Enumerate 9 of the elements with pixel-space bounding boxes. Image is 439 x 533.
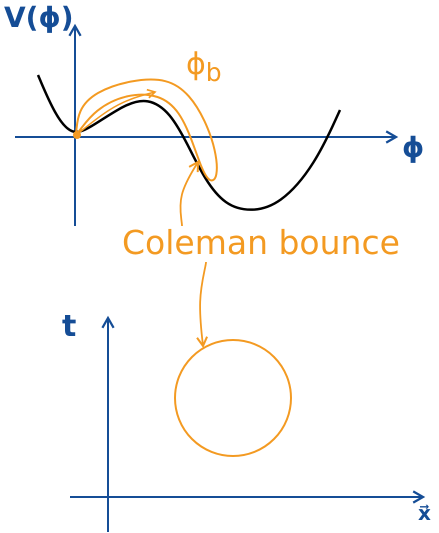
callout-text: Coleman bounce	[122, 226, 400, 259]
axis-label: ϕ	[402, 134, 424, 162]
axis-label: V(ϕ)	[4, 4, 74, 32]
bounce-circle	[174, 339, 292, 457]
axis-label: x⃗	[418, 503, 431, 523]
leader-arrow	[180, 161, 199, 227]
field-label: ϕ$_{b}$	[186, 50, 222, 85]
leader-arrow	[196, 261, 208, 347]
axis-label: t	[62, 312, 76, 342]
